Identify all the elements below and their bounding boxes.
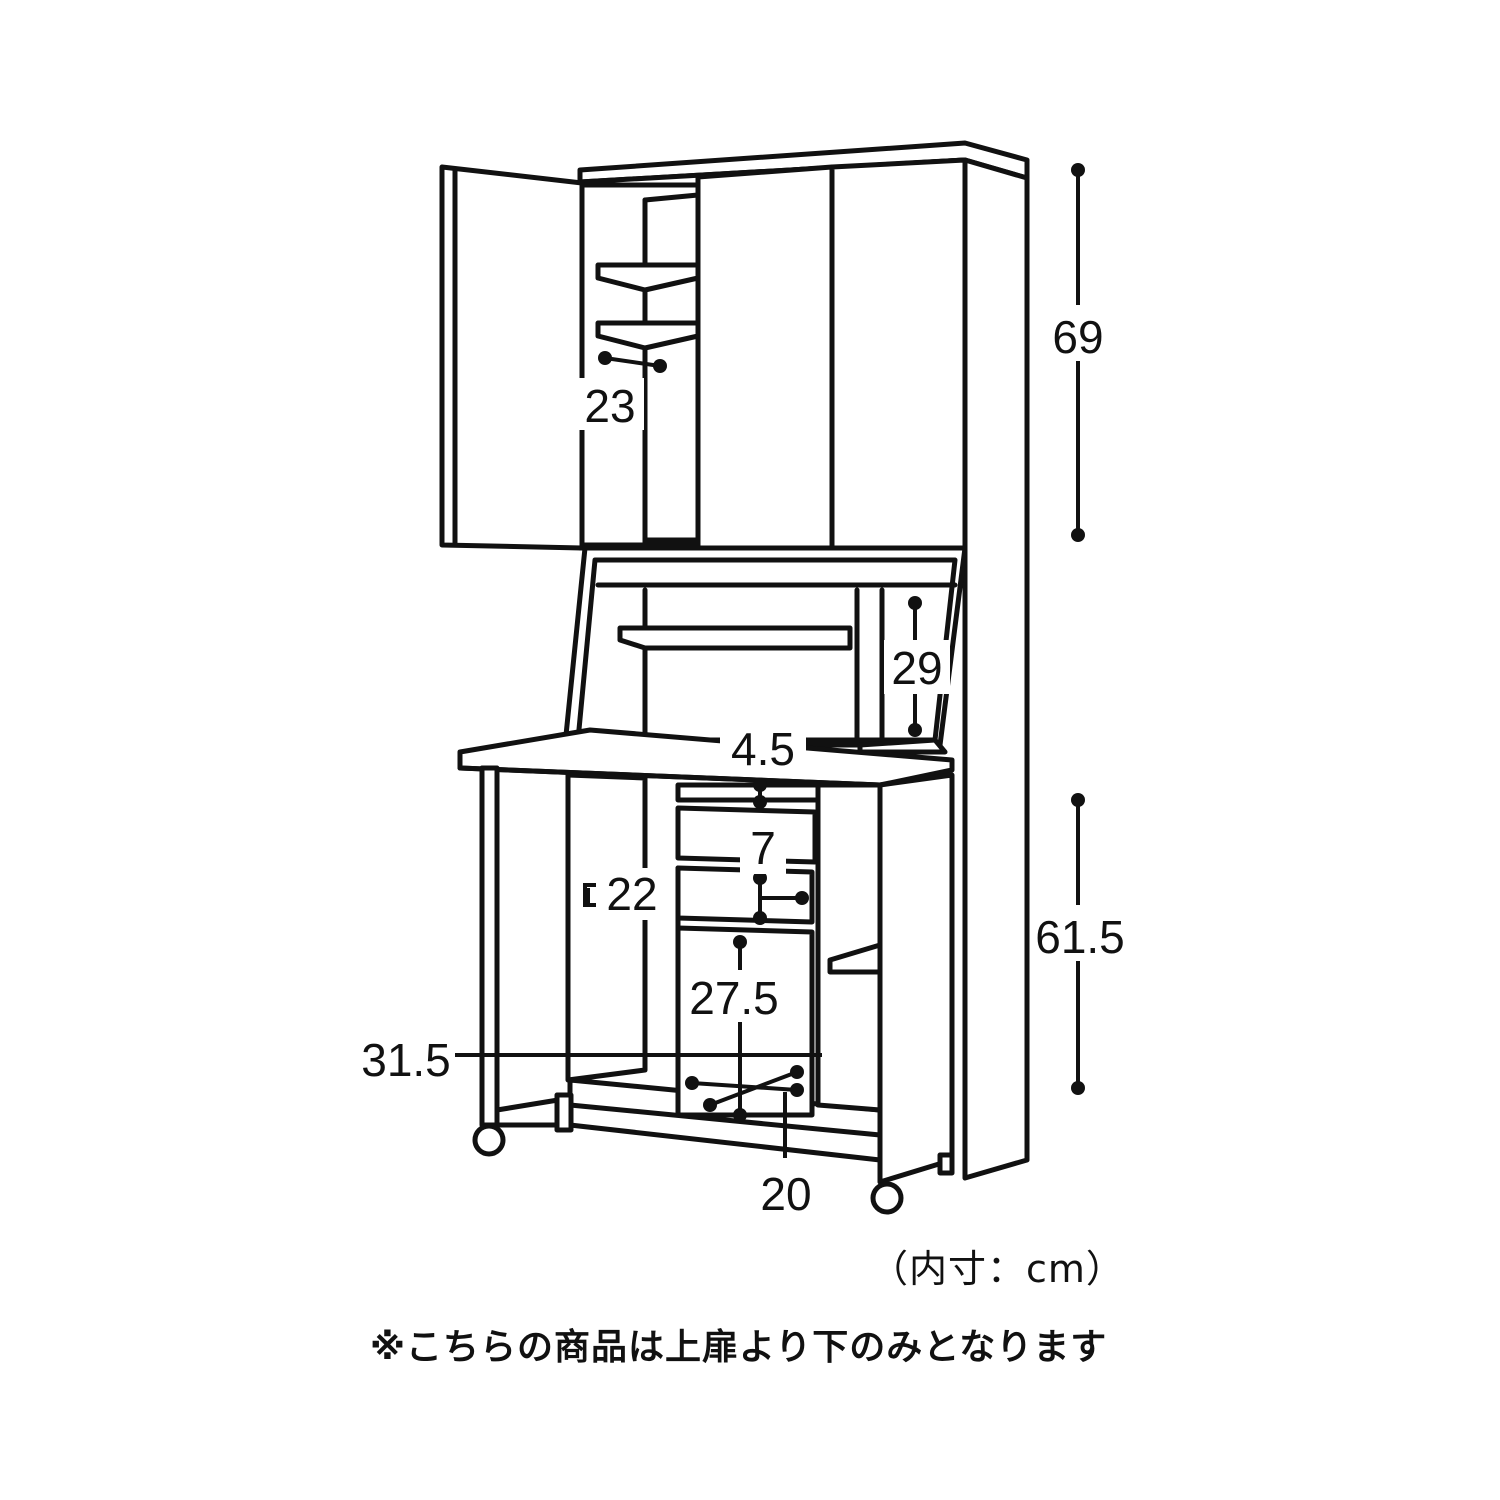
dim-line-bottom-diag-2-end-dot-2 bbox=[790, 1065, 804, 1079]
dim-line-bottom-drawer-end-dot-1 bbox=[733, 935, 747, 949]
dim-line-lower-height-end-dot-1 bbox=[1071, 793, 1085, 807]
dimension-labels: 69 61.5 23 29 4.5 7 22 27.5 31.5 20 bbox=[358, 305, 1130, 1220]
dim-second-drawer: 7 bbox=[750, 822, 776, 874]
dim-line-second-drawer-depth-end-dot-2 bbox=[795, 891, 809, 905]
dim-line-bottom-diag-2-end-dot-1 bbox=[703, 1098, 717, 1112]
dim-line-bottom-diag-1-end-dot-1 bbox=[685, 1076, 699, 1090]
dim-line-upper-height-end-dot-1 bbox=[1071, 163, 1085, 177]
dim-bottom-depth: 20 bbox=[760, 1168, 811, 1220]
dim-line-middle-gap-end-dot-1 bbox=[908, 596, 922, 610]
dim-line-upper-shelf bbox=[604, 356, 661, 368]
dim-line-bottom-diag-2 bbox=[709, 1070, 798, 1107]
dim-bottom-drawer: 27.5 bbox=[689, 972, 779, 1024]
dim-line-bottom-drawer-end-dot-2 bbox=[733, 1108, 747, 1122]
dim-line-upper-shelf-end-dot-1 bbox=[598, 351, 612, 365]
dim-line-second-drawer-end-dot-2 bbox=[753, 911, 767, 925]
dim-top-drawer: 4.5 bbox=[731, 723, 795, 775]
upper-cabinet bbox=[439, 140, 1030, 1181]
dim-line-bottom-diag-1-end-dot-2 bbox=[790, 1083, 804, 1097]
unit-note: （内寸：cm） bbox=[870, 1247, 1125, 1291]
desk-top bbox=[457, 727, 955, 788]
dim-line-top-drawer-end-dot-2 bbox=[753, 795, 767, 809]
middle-hutch bbox=[562, 545, 968, 755]
dim-upper-shelf-depth: 23 bbox=[584, 380, 635, 432]
dim-line-lower-height-end-dot-2 bbox=[1071, 1081, 1085, 1095]
dim-upper-height: 69 bbox=[1052, 311, 1103, 363]
dim-line-bottom-diag-1 bbox=[691, 1081, 798, 1092]
dim-lower-height: 61.5 bbox=[1035, 911, 1125, 963]
dim-line-middle-gap-end-dot-2 bbox=[908, 723, 922, 737]
dim-line-upper-height-end-dot-2 bbox=[1071, 528, 1085, 542]
dim-line-second-drawer-end-dot-1 bbox=[753, 871, 767, 885]
dim-knee-height: 31.5 bbox=[361, 1034, 451, 1086]
footnote: ※こちらの商品は上扉より下のみとなります bbox=[370, 1327, 1108, 1368]
dim-bracket-left-depth bbox=[583, 883, 596, 907]
dimension-lines bbox=[455, 163, 1085, 1158]
dim-line-upper-shelf-end-dot-2 bbox=[653, 359, 667, 373]
dim-middle-gap: 29 bbox=[891, 642, 942, 694]
dim-line-top-drawer-end-dot-1 bbox=[753, 778, 767, 792]
dim-left-depth: 22 bbox=[606, 868, 657, 920]
